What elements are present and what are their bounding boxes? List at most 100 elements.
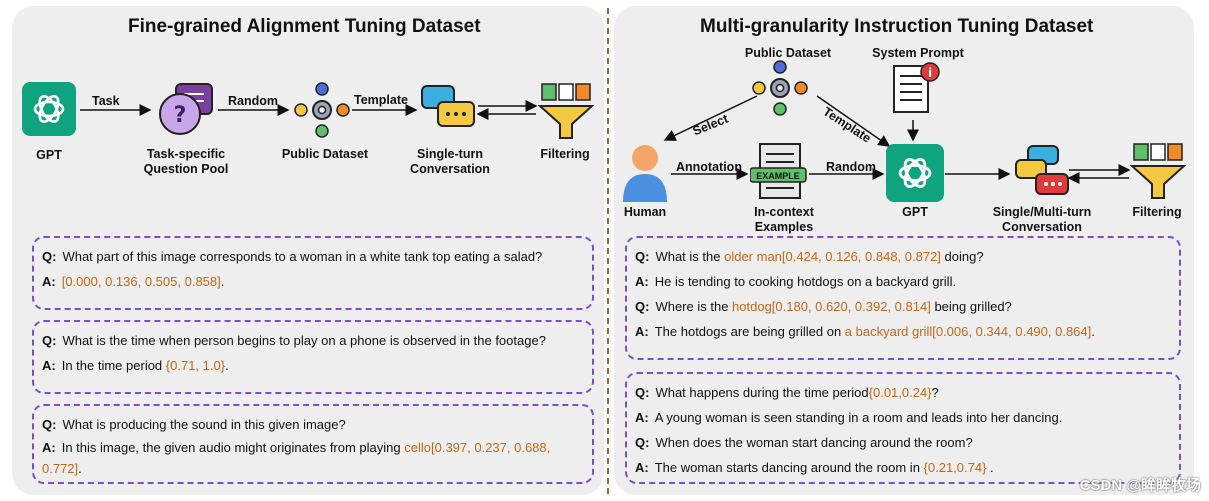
qa-question: Q: Where is the hotdog[0.180, 0.620, 0.39… xyxy=(635,294,1171,319)
qa-text: When does the woman start dancing around… xyxy=(655,435,973,450)
right-gpt-label: GPT xyxy=(902,205,928,219)
qa-text: He is tending to cooking hotdogs on a ba… xyxy=(654,274,957,289)
qa-answer-text: In this image, the given audio might ori… xyxy=(61,440,405,455)
qa-answer: A:In this image, the given audio might o… xyxy=(42,440,551,455)
right-qa-box-2: Q:What happens during the time period{0.… xyxy=(625,372,1181,484)
multi-chat-bubbles-icon xyxy=(1015,145,1069,195)
template-edge-label-left: Template xyxy=(354,93,408,107)
left-conversation-label-line1: Single-turn xyxy=(417,147,483,161)
qa-answer-text: . xyxy=(225,358,229,373)
left-qa-box-2: Q:What is the time when person begins to… xyxy=(32,320,594,394)
qa-answer-continued: 0.772]. xyxy=(42,459,584,479)
examples-label: In-context Examples xyxy=(754,205,814,235)
qa-answer: A: A young woman is seen standing in a ro… xyxy=(635,405,1171,430)
examples-label-line2: Examples xyxy=(754,220,814,234)
panel-divider xyxy=(607,8,609,494)
right-filtering-label: Filtering xyxy=(1132,205,1182,219)
filter-funnel-icon xyxy=(538,83,594,139)
qa-answer: A:In the time period {0.71, 1.0}. xyxy=(42,358,229,373)
left-panel-title: Fine-grained Alignment Tuning Dataset xyxy=(128,16,481,37)
left-qa-box-3: Q:What is producing the sound in this gi… xyxy=(32,404,594,484)
left-conversation-label-line2: Conversation xyxy=(410,162,490,176)
qa-question: Q:What is the time when person begins to… xyxy=(42,333,546,348)
qa-answer: A: He is tending to cooking hotdogs on a … xyxy=(635,269,1171,294)
right-panel-title: Multi-granularity Instruction Tuning Dat… xyxy=(700,16,1094,37)
qa-tag: A: xyxy=(635,460,649,475)
qa-answer: A: The woman starts dancing around the ro… xyxy=(635,455,1171,480)
qa-text: The woman starts dancing around the room… xyxy=(654,460,924,475)
qa-question: Q:What part of this image corresponds to… xyxy=(42,249,543,264)
qa-highlight: {0.01,0.24} xyxy=(868,385,932,400)
question-pool-label-line2: Question Pool xyxy=(143,162,229,176)
right-qa-box-1: Q: What is the older man[0.424, 0.126, 0.… xyxy=(625,236,1181,360)
filter-funnel-icon xyxy=(1130,143,1186,199)
gpt-logo-icon xyxy=(886,144,944,202)
qa-question-text: What is producing the sound in this give… xyxy=(62,417,346,432)
left-qa-box-1: Q:What part of this image corresponds to… xyxy=(32,236,594,310)
qa-tag: Q: xyxy=(635,385,650,400)
qa-text: What happens during the time period xyxy=(655,385,869,400)
annotation-edge-label: Annotation xyxy=(676,160,742,174)
qa-answer-highlight: {0.71, 1.0} xyxy=(165,358,226,373)
human-label: Human xyxy=(623,205,667,219)
qa-text: ? xyxy=(931,385,939,400)
qa-text: Where is the xyxy=(655,299,733,314)
qa-highlight: {0.21,0.74} xyxy=(923,460,987,475)
human-person-icon xyxy=(623,145,667,202)
qa-question: Q: What is the older man[0.424, 0.126, 0.… xyxy=(635,244,1171,269)
qa-tag: A: xyxy=(635,324,649,339)
right-conversation-label: Single/Multi-turn Conversation xyxy=(993,205,1092,235)
qa-text: What is the xyxy=(655,249,725,264)
qa-highlight: older man[0.424, 0.126, 0.848, 0.872] xyxy=(724,249,941,264)
qa-answer-text: In the time period xyxy=(61,358,166,373)
qa-answer: A:[0.000, 0.136, 0.505, 0.858]. xyxy=(42,274,225,289)
qa-highlight: a backyard grill[0.006, 0.344, 0.490, 0.… xyxy=(844,324,1092,339)
public-dataset-icon xyxy=(294,82,350,138)
in-context-examples-icon xyxy=(750,143,807,199)
qa-tag: Q: xyxy=(635,435,650,450)
left-flow-arrows xyxy=(80,100,538,120)
qa-text: . xyxy=(986,460,994,475)
qa-answer-highlight: cello[0.397, 0.237, 0.688, xyxy=(404,440,551,455)
task-edge-label: Task xyxy=(92,94,120,108)
question-pool-icon: ? xyxy=(159,83,213,135)
qa-highlight: hotdog[0.180, 0.620, 0.392, 0.814] xyxy=(732,299,931,314)
random-edge-label-left: Random xyxy=(228,94,278,108)
qa-text: A young woman is seen standing in a room… xyxy=(654,410,1063,425)
left-public-dataset-label: Public Dataset xyxy=(281,147,369,161)
qa-text: The hotdogs are being grilled on xyxy=(654,324,845,339)
qa-question: Q: When does the woman start dancing arou… xyxy=(635,430,1171,455)
qa-text: being grilled? xyxy=(930,299,1012,314)
system-prompt-document-icon: i xyxy=(893,62,940,113)
qa-tag: A: xyxy=(635,410,649,425)
qa-text: . xyxy=(1091,324,1095,339)
csdn-watermark: CSDN @眸眸牧场 xyxy=(1079,477,1201,494)
svg-text:i: i xyxy=(928,66,932,80)
system-prompt-label: System Prompt xyxy=(872,46,964,60)
qa-question: Q:What is producing the sound in this gi… xyxy=(42,417,346,432)
qa-answer-text: . xyxy=(220,274,225,289)
svg-text:?: ? xyxy=(174,103,187,128)
qa-question-text: What part of this image corresponds to a… xyxy=(62,249,543,264)
qa-answer-highlight: [0.000, 0.136, 0.505, 0.858] xyxy=(61,274,221,289)
left-filtering-label: Filtering xyxy=(540,147,590,161)
qa-tag: A: xyxy=(635,274,649,289)
right-flow-arrows xyxy=(663,95,1131,184)
random-edge-label-right: Random xyxy=(826,160,876,174)
right-public-dataset-label: Public Dataset xyxy=(744,46,832,60)
question-pool-label: Task-specific Question Pool xyxy=(144,147,229,177)
qa-answer-text: . xyxy=(78,461,82,476)
qa-answer: A: The hotdogs are being grilled on a bac… xyxy=(635,319,1171,344)
right-conversation-label-line1: Single/Multi-turn xyxy=(992,205,1092,219)
qa-tag: Q: xyxy=(635,249,650,264)
qa-text: doing? xyxy=(940,249,984,264)
left-conversation-label: Single-turn Conversation xyxy=(410,147,490,177)
examples-label-line1: In-context xyxy=(754,205,814,219)
qa-question-text: What is the time when person begins to p… xyxy=(62,333,546,348)
qa-answer-highlight: 0.772] xyxy=(42,461,79,476)
right-conversation-label-line2: Conversation xyxy=(1002,220,1082,234)
example-badge: EXAMPLE xyxy=(756,171,800,181)
gpt-logo-icon xyxy=(22,82,76,136)
chat-bubbles-icon xyxy=(421,85,475,127)
qa-tag: Q: xyxy=(635,299,650,314)
